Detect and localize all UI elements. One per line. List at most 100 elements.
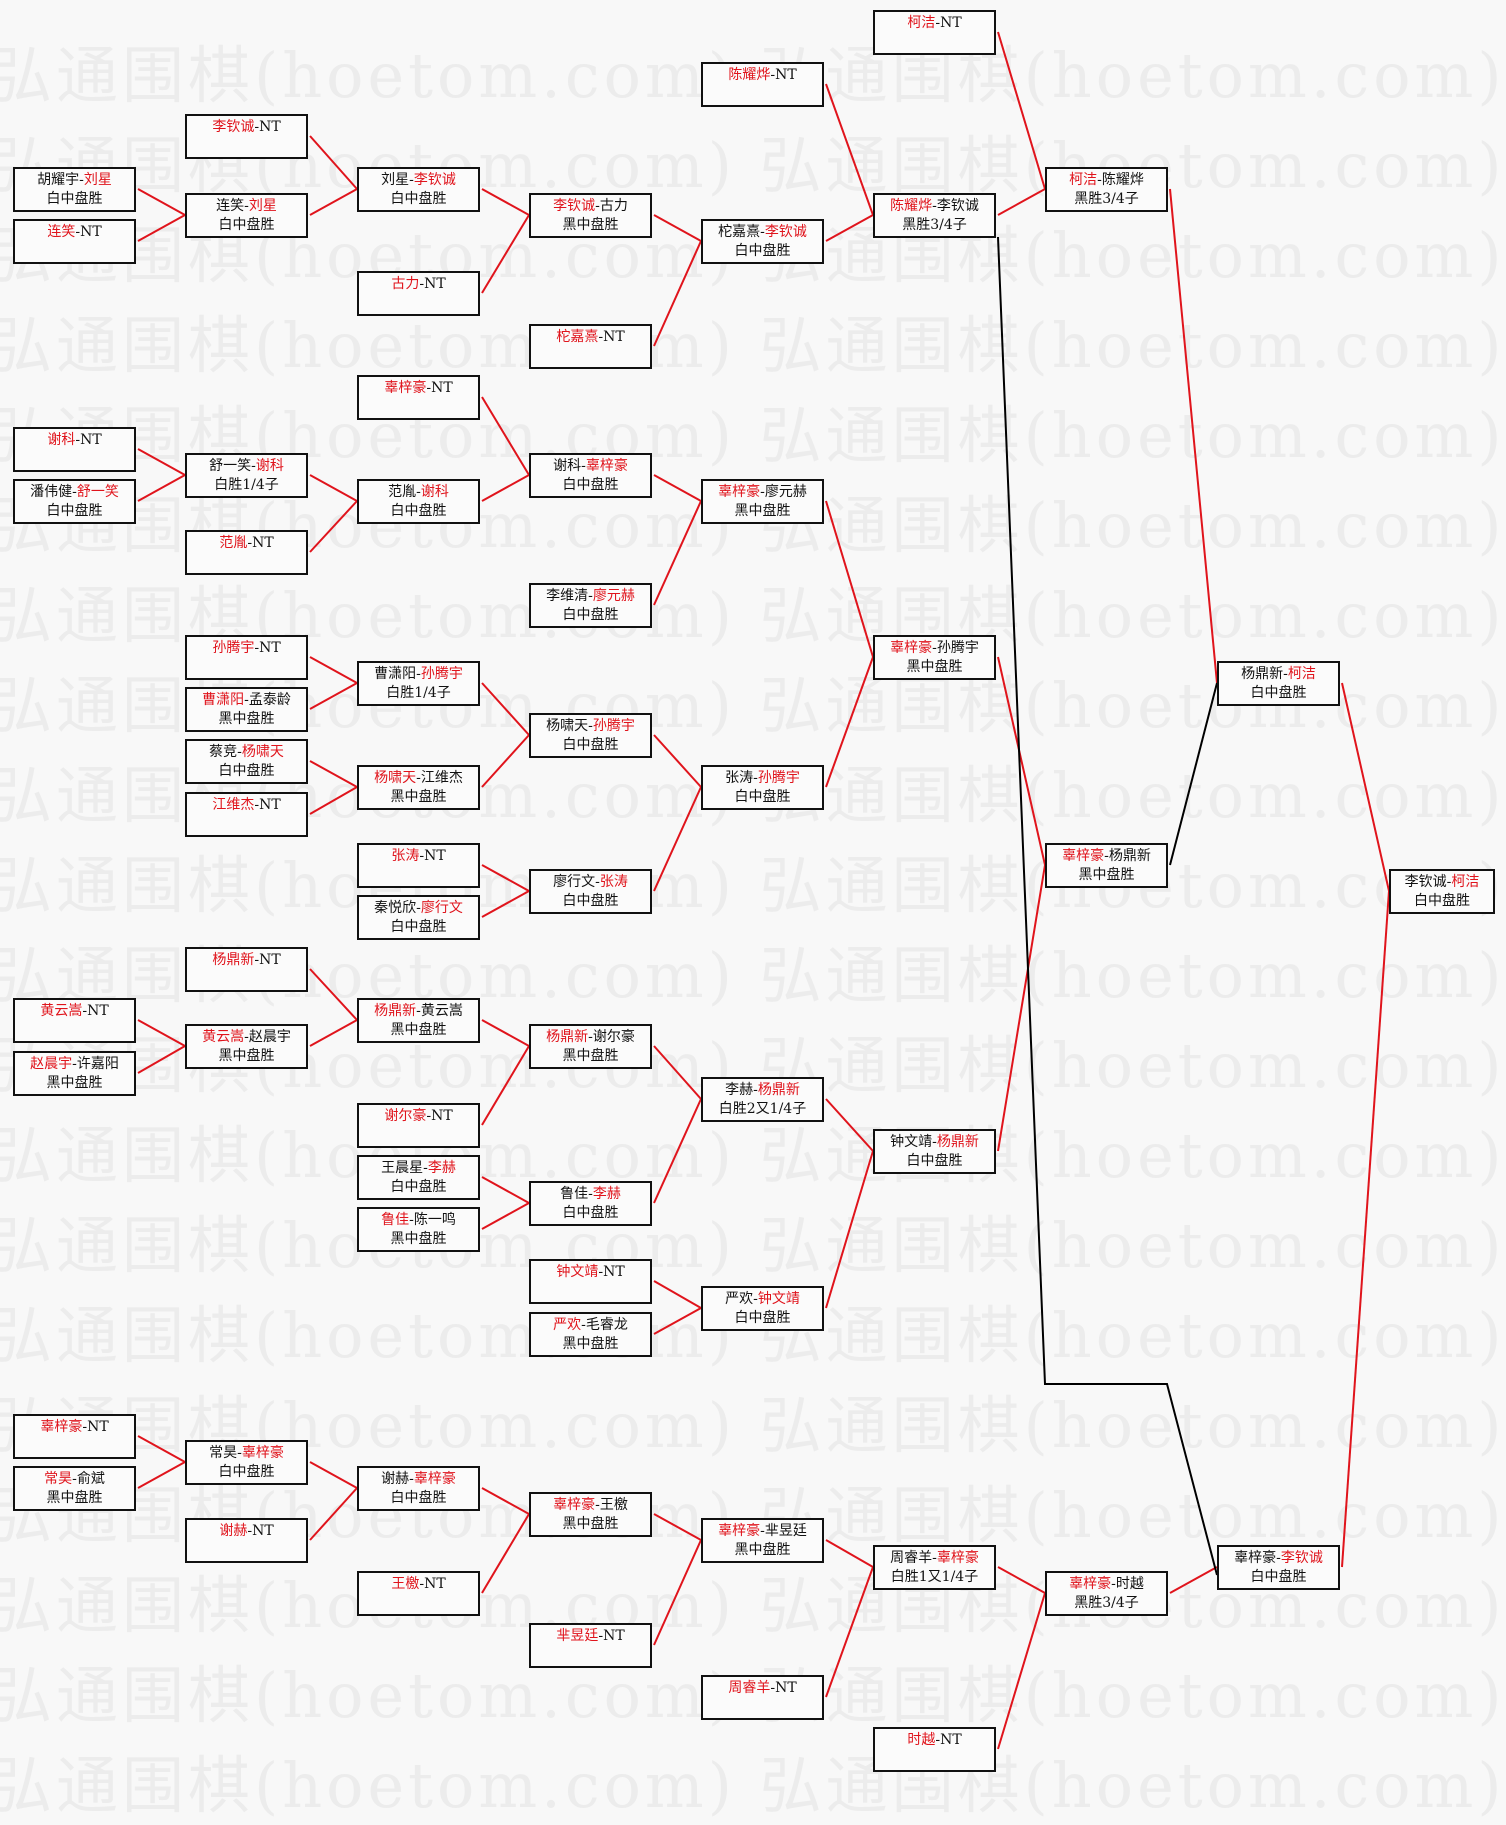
- bracket-connector: [997, 1566, 1046, 1594]
- bracket-connector: [1341, 890, 1390, 1568]
- player-1: 李赫: [725, 1082, 754, 1098]
- match-players: 谢赫-NT: [187, 1520, 306, 1541]
- separator: -: [247, 535, 253, 551]
- separator: -: [419, 276, 425, 292]
- player-2: NT: [259, 797, 281, 813]
- player-2: 孙腾宇: [757, 770, 800, 786]
- player-2: 毛睿龙: [585, 1317, 628, 1333]
- bracket-connector: [309, 968, 358, 1021]
- player-1: 曹潇阳: [202, 692, 245, 708]
- match-result: 白中盘胜: [390, 191, 447, 207]
- match-players: 辜梓豪-廖元赫: [703, 481, 822, 502]
- player-1: 辜梓豪: [1062, 848, 1105, 864]
- match-players: 柯洁-陈耀烨: [1047, 169, 1166, 190]
- match-result: 黑中盘胜: [562, 1336, 619, 1352]
- match-players: 谢尔豪-NT: [359, 1105, 478, 1126]
- match-players: 秦悦欣-廖行文: [359, 897, 478, 918]
- match-players: 胡耀宇-刘星: [15, 169, 134, 190]
- match-result: 白中盘胜: [390, 919, 447, 935]
- bracket-connector: [309, 1019, 358, 1047]
- bracket-connector: [825, 1539, 874, 1568]
- player-2: 古力: [599, 198, 628, 214]
- match-box: 杨鼎新-NT: [185, 947, 308, 992]
- separator: -: [416, 484, 421, 500]
- separator: -: [753, 1291, 758, 1307]
- bracket-connector: [1341, 682, 1390, 892]
- match-players: 李维清-廖元赫: [531, 585, 650, 606]
- player-1: 连笑: [47, 224, 76, 240]
- match-box: 李钦诚-NT: [185, 114, 308, 159]
- match-players: 江维杰-NT: [187, 794, 306, 815]
- match-box: 李维清-廖元赫白中盘胜: [529, 583, 652, 628]
- match-box: 辜梓豪-廖元赫黑中盘胜: [701, 479, 824, 524]
- match-players: 时越-NT: [875, 1729, 994, 1750]
- match-result: 黑胜3/4子: [902, 217, 967, 233]
- separator: -: [244, 1029, 249, 1045]
- match-players: 范胤-NT: [187, 532, 306, 553]
- match-box: 柁嘉熹-李钦诚白中盘胜: [701, 219, 824, 264]
- match-box: 刘星-李钦诚白中盘胜: [357, 167, 480, 212]
- bracket-connector: [481, 682, 530, 736]
- player-1: 谢科: [47, 432, 76, 448]
- match-box: 辜梓豪-王檄黑中盘胜: [529, 1492, 652, 1537]
- match-result: 黑中盘胜: [218, 1048, 275, 1064]
- match-box: 谢赫-辜梓豪白中盘胜: [357, 1466, 480, 1511]
- player-2: NT: [424, 848, 446, 864]
- match-players: 曹潇阳-孙腾宇: [359, 663, 478, 684]
- bracket-connector: [481, 1045, 530, 1126]
- player-1: 严欢: [553, 1317, 582, 1333]
- separator: -: [598, 1628, 604, 1644]
- player-2: 孙腾宇: [420, 666, 463, 682]
- separator: -: [935, 1732, 941, 1748]
- player-2: 李钦诚: [413, 172, 456, 188]
- match-result: 黑中盘胜: [562, 1048, 619, 1064]
- player-2: 陈一鸣: [413, 1212, 456, 1228]
- bracket-connector: [481, 1513, 530, 1594]
- separator: -: [254, 952, 260, 968]
- match-result: 黑中盘胜: [906, 659, 963, 675]
- match-box: 李钦诚-柯洁白中盘胜: [1389, 869, 1495, 914]
- match-result: 黑中盘胜: [734, 503, 791, 519]
- match-players: 张涛-NT: [359, 845, 478, 866]
- separator: -: [254, 640, 260, 656]
- match-result: 白中盘胜: [1250, 1569, 1307, 1585]
- match-box: 李钦诚-古力黑中盘胜: [529, 193, 652, 238]
- player-1: 舒一笑: [209, 458, 252, 474]
- player-1: 谢赫: [219, 1523, 248, 1539]
- match-box: 常昊-辜梓豪白中盘胜: [185, 1440, 308, 1485]
- player-1: 黄云嵩: [40, 1003, 83, 1019]
- bracket-connector: [481, 890, 530, 918]
- bracket-connector: [997, 864, 1046, 1152]
- player-2: NT: [80, 224, 102, 240]
- player-1: 范胤: [219, 535, 248, 551]
- bracket-connector: [825, 1150, 874, 1309]
- player-2: 李钦诚: [936, 198, 979, 214]
- match-players: 辜梓豪-时越: [1047, 1573, 1166, 1594]
- separator: -: [598, 329, 604, 345]
- bracket-connector: [137, 474, 186, 502]
- match-players: 曹潇阳-孟泰龄: [187, 689, 306, 710]
- bracket-connector: [653, 786, 702, 892]
- match-result: 黑中盘胜: [734, 1542, 791, 1558]
- bracket-connector: [653, 474, 702, 502]
- bracket-connector: [653, 1513, 702, 1541]
- player-1: 常昊: [209, 1445, 238, 1461]
- player-2: 张涛: [599, 874, 628, 890]
- separator: -: [75, 432, 81, 448]
- match-players: 辜梓豪-芈昱廷: [703, 1520, 822, 1541]
- player-2: NT: [424, 276, 446, 292]
- player-1: 王檄: [391, 1576, 420, 1592]
- match-players: 蔡竞-杨啸天: [187, 741, 306, 762]
- player-2: 钟文靖: [757, 1291, 800, 1307]
- match-box: 辜梓豪-时越黑胜3/4子: [1045, 1571, 1168, 1616]
- separator: -: [935, 15, 941, 31]
- player-1: 辜梓豪: [890, 640, 933, 656]
- match-players: 范胤-谢科: [359, 481, 478, 502]
- match-box: 潘伟健-舒一笑白中盘胜: [13, 479, 136, 524]
- player-2: NT: [603, 1628, 625, 1644]
- separator: -: [244, 198, 249, 214]
- player-2: 孙腾宇: [592, 718, 635, 734]
- match-box: 杨鼎新-柯洁白中盘胜: [1217, 661, 1340, 706]
- player-2: NT: [252, 535, 274, 551]
- match-result: 白中盘胜: [734, 789, 791, 805]
